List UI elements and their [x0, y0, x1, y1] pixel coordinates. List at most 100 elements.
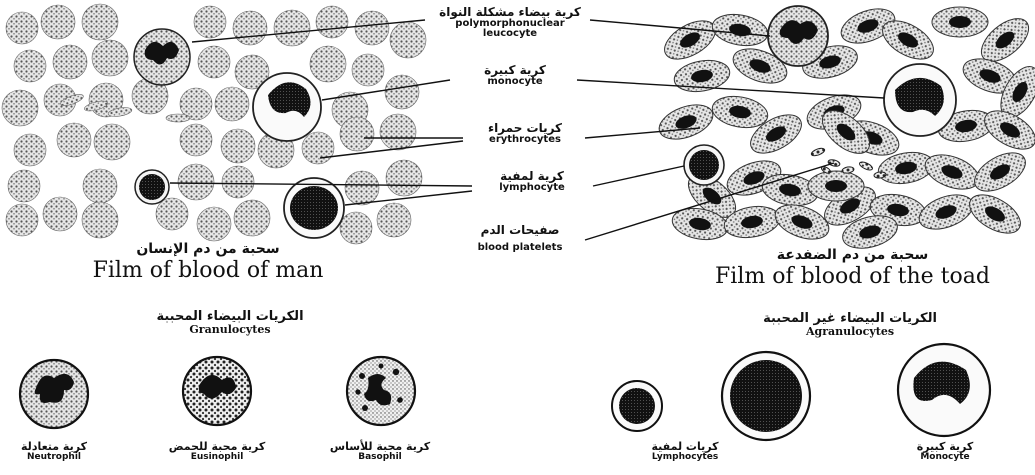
toad-erythrocyte — [808, 171, 864, 201]
human-erythrocyte — [274, 10, 310, 46]
caption-basophil-en: Basophil — [320, 453, 440, 462]
human-erythrocyte — [197, 207, 231, 241]
film-man-en: Film of blood of man — [28, 259, 388, 282]
human-erythrocyte — [41, 5, 75, 39]
film-toad-en: Film of blood of the toad — [670, 265, 1035, 288]
caption-eosinophil-en: Eusinophil — [162, 453, 272, 462]
toad-lymphocyte — [684, 145, 724, 185]
toad-erythrocyte — [932, 7, 988, 37]
human-erythrocyte — [156, 198, 188, 230]
human-polymorphonuclear-leucocyte — [134, 29, 190, 85]
film-toad-title: سحبة من دم الضفدعة Film of blood of the … — [670, 248, 1035, 288]
human-erythrocyte — [390, 22, 426, 58]
callout-platelets-ar: صفيحات الدم — [455, 224, 585, 237]
human-lymphocyte-large — [284, 178, 344, 238]
caption-basophil-ar: كرية محبة للأساس — [320, 441, 440, 453]
callout-pmn: كرية بيضاء مشكلة النواة polymorphonuclea… — [430, 6, 590, 40]
human-erythrocyte — [194, 6, 226, 38]
human-erythrocyte — [377, 203, 411, 237]
human-erythrocyte — [302, 132, 334, 164]
human-erythrocyte — [14, 134, 46, 166]
human-erythrocyte — [83, 169, 117, 203]
human-lymphocyte-small — [135, 170, 169, 204]
toad-erythrocyte — [915, 188, 978, 235]
human-erythrocyte — [6, 204, 38, 236]
callout-platelets: صفيحات الدم blood platelets — [455, 224, 585, 253]
callout-monocyte-en: monocyte — [455, 77, 575, 88]
caption-neutrophil-en: Neutrophil — [4, 453, 104, 462]
toad-erythrocyte — [710, 10, 770, 49]
toad-erythrocyte — [921, 148, 984, 195]
human-erythrocyte — [82, 202, 118, 238]
human-erythrocyte — [233, 11, 267, 45]
human-erythrocyte — [198, 46, 230, 78]
callout-lymphocyte: كرية لمفية lymphocyte — [472, 170, 592, 193]
callout-erythrocytes: كريات حمراء erythrocytes — [465, 122, 585, 145]
human-erythrocyte — [8, 170, 40, 202]
lymphocytes-cells — [612, 352, 810, 440]
caption-neutrophil: كرية متعادلة Neutrophil — [4, 441, 104, 462]
basophil-cell — [347, 357, 415, 425]
caption-basophil: كرية محبة للأساس Basophil — [320, 441, 440, 462]
human-erythrocyte — [94, 124, 130, 160]
callout-platelets-en: blood platelets — [455, 243, 585, 254]
film-man-title: سحبة من دم الإنسان Film of blood of man — [28, 242, 388, 282]
caption-neutrophil-ar: كرية متعادلة — [4, 441, 104, 453]
eosinophil-cell — [183, 357, 251, 425]
toad-erythrocyte — [672, 56, 732, 95]
section-agranulocytes: الكريات البيضاء غير المحببة Agranulocyte… — [740, 312, 960, 337]
toad-erythrocyte — [963, 187, 1026, 241]
human-erythrocyte — [178, 164, 214, 200]
section-agranulocytes-ar: الكريات البيضاء غير المحببة — [740, 312, 960, 326]
human-monocyte — [253, 73, 321, 141]
callout-lymphocyte-en: lymphocyte — [472, 183, 592, 194]
callout-erythrocytes-en: erythrocytes — [465, 135, 585, 146]
section-agranulocytes-en: Agranulocytes — [740, 326, 960, 338]
callout-erythrocytes-ar: كريات حمراء — [465, 122, 585, 135]
human-erythrocyte — [14, 50, 46, 82]
toad-erythrocyte — [655, 98, 718, 145]
caption-lymphocytes-ar: كريات لمفية — [630, 441, 740, 453]
caption-monocyte: كرية كبيرة Monocyte — [895, 441, 995, 462]
caption-eosinophil: كرية محبة للحمض Eusinophil — [162, 441, 272, 462]
monocyte-cell — [898, 344, 990, 436]
caption-lymphocytes: كريات لمفية Lymphocytes — [630, 441, 740, 462]
human-erythrocyte — [352, 54, 384, 86]
human-erythrocyte — [92, 40, 128, 76]
section-granulocytes-en: Granulocytes — [130, 324, 330, 336]
human-erythrocyte — [180, 124, 212, 156]
caption-eosinophil-ar: كرية محبة للحمض — [162, 441, 272, 453]
human-erythrocyte — [82, 4, 118, 40]
human-erythrocyte — [6, 12, 38, 44]
human-erythrocyte — [57, 123, 91, 157]
toad-erythrocyte — [968, 145, 1031, 199]
human-erythrocyte — [316, 6, 348, 38]
human-erythrocyte — [355, 11, 389, 45]
human-erythrocyte — [234, 200, 270, 236]
callout-pmn-en2: leucocyte — [430, 29, 590, 40]
human-erythrocyte — [340, 212, 372, 244]
human-erythrocyte — [385, 75, 419, 109]
human-erythrocyte — [345, 171, 379, 205]
caption-monocyte-ar: كرية كبيرة — [895, 441, 995, 453]
human-erythrocyte — [215, 87, 249, 121]
toad-erythrocytes — [655, 2, 1035, 253]
human-erythrocyte — [310, 46, 346, 82]
human-erythrocyte — [386, 160, 422, 196]
human-erythrocyte — [53, 45, 87, 79]
toad-polymorphonuclear-leucocyte — [768, 6, 828, 66]
human-erythrocyte — [340, 117, 374, 151]
section-granulocytes: الكريات البيضاء المحببة Granulocytes — [130, 310, 330, 335]
film-toad-ar: سحبة من دم الضفدعة — [670, 248, 1035, 263]
human-erythrocyte — [43, 197, 77, 231]
human-erythrocyte — [222, 166, 254, 198]
human-erythrocyte — [380, 114, 416, 150]
film-man-ar: سحبة من دم الإنسان — [28, 242, 388, 257]
human-erythrocyte — [221, 129, 255, 163]
toad-monocyte — [884, 64, 956, 136]
toad-erythrocyte — [658, 13, 721, 67]
callout-monocyte-ar: كرية كبيرة — [455, 64, 575, 77]
callout-lymphocyte-ar: كرية لمفية — [472, 170, 592, 183]
section-granulocytes-ar: الكريات البيضاء المحببة — [130, 310, 330, 324]
callout-pmn-ar: كرية بيضاء مشكلة النواة — [430, 6, 590, 19]
